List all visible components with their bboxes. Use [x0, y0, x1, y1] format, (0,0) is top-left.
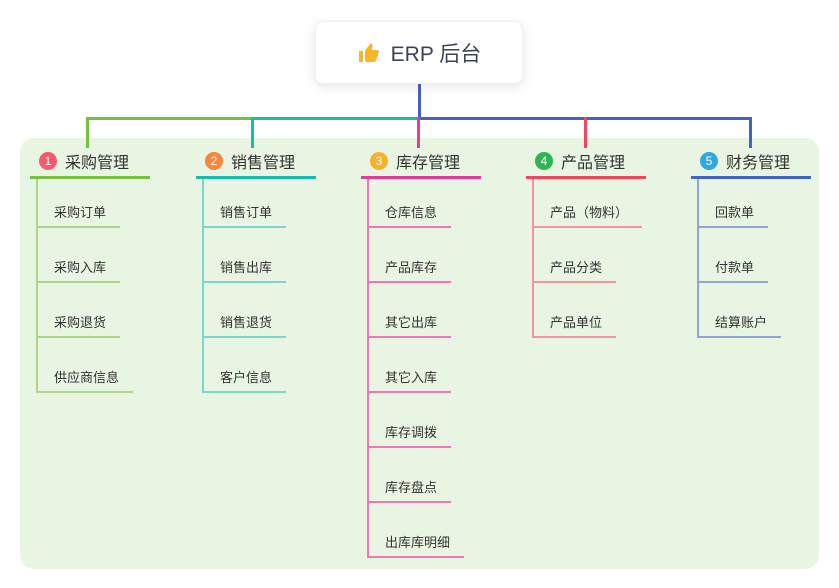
- leaf-node[interactable]: 产品（物料）: [532, 194, 643, 228]
- thumbs-up-icon: [358, 42, 379, 62]
- drop-branch-3: [417, 117, 420, 148]
- leaf-node[interactable]: 仓库信息: [367, 194, 452, 228]
- leaf-node[interactable]: 供应商信息: [36, 359, 134, 393]
- branch-label: 财务管理: [726, 155, 791, 172]
- drop-branch-4: [584, 117, 587, 148]
- leaf-node[interactable]: 库存调拨: [367, 414, 452, 448]
- branch-badge: 3: [370, 152, 388, 170]
- leaf-node[interactable]: 产品单位: [532, 304, 617, 338]
- leaf-node[interactable]: 销售出库: [202, 249, 287, 283]
- branch-badge: 1: [39, 152, 57, 170]
- drop-branch-2: [251, 117, 254, 148]
- branch-label: 库存管理: [396, 155, 461, 172]
- leaf-node[interactable]: 采购入库: [36, 249, 121, 283]
- leaf-node[interactable]: 其它入库: [367, 359, 452, 393]
- branch-node-finance[interactable]: 5 财务管理: [691, 146, 811, 179]
- branch-node-inventory[interactable]: 3 库存管理: [361, 146, 481, 179]
- branch-3-child-rail: [367, 179, 369, 558]
- leaf-node[interactable]: 出库库明细: [367, 524, 465, 558]
- branch-badge: 2: [205, 152, 223, 170]
- branch-5-child-rail: [697, 179, 699, 338]
- leaf-node[interactable]: 产品库存: [367, 249, 452, 283]
- branch-badge: 5: [700, 152, 718, 170]
- branch-node-sales[interactable]: 2 销售管理: [196, 146, 316, 179]
- leaf-node[interactable]: 其它出库: [367, 304, 452, 338]
- branch-node-product[interactable]: 4 产品管理: [526, 146, 646, 179]
- branch-node-purchase[interactable]: 1 采购管理: [30, 146, 150, 179]
- branch-label: 销售管理: [231, 155, 296, 172]
- branch-label: 产品管理: [561, 155, 626, 172]
- bus-segment-green: [86, 117, 254, 120]
- branch-4-child-rail: [532, 179, 534, 338]
- leaf-node[interactable]: 库存盘点: [367, 469, 452, 503]
- leaf-node[interactable]: 客户信息: [202, 359, 287, 393]
- root-node-label: ERP 后台: [390, 42, 482, 66]
- branch-1-child-rail: [36, 179, 38, 393]
- drop-branch-5: [749, 117, 752, 148]
- root-connector-vertical: [418, 84, 421, 118]
- branch-2-child-rail: [202, 179, 204, 393]
- leaf-node[interactable]: 产品分类: [532, 249, 617, 283]
- drop-branch-1: [86, 117, 89, 148]
- leaf-node[interactable]: 采购订单: [36, 194, 121, 228]
- leaf-node[interactable]: 付款单: [697, 249, 769, 283]
- root-node[interactable]: ERP 后台: [315, 21, 523, 84]
- leaf-node[interactable]: 回款单: [697, 194, 769, 228]
- branches-panel: [20, 138, 819, 569]
- leaf-node[interactable]: 采购退货: [36, 304, 121, 338]
- branch-badge: 4: [535, 152, 553, 170]
- branch-label: 采购管理: [65, 155, 130, 172]
- bus-segment-teal: [251, 117, 419, 120]
- leaf-node[interactable]: 结算账户: [697, 304, 782, 338]
- leaf-node[interactable]: 销售退货: [202, 304, 287, 338]
- leaf-node[interactable]: 销售订单: [202, 194, 287, 228]
